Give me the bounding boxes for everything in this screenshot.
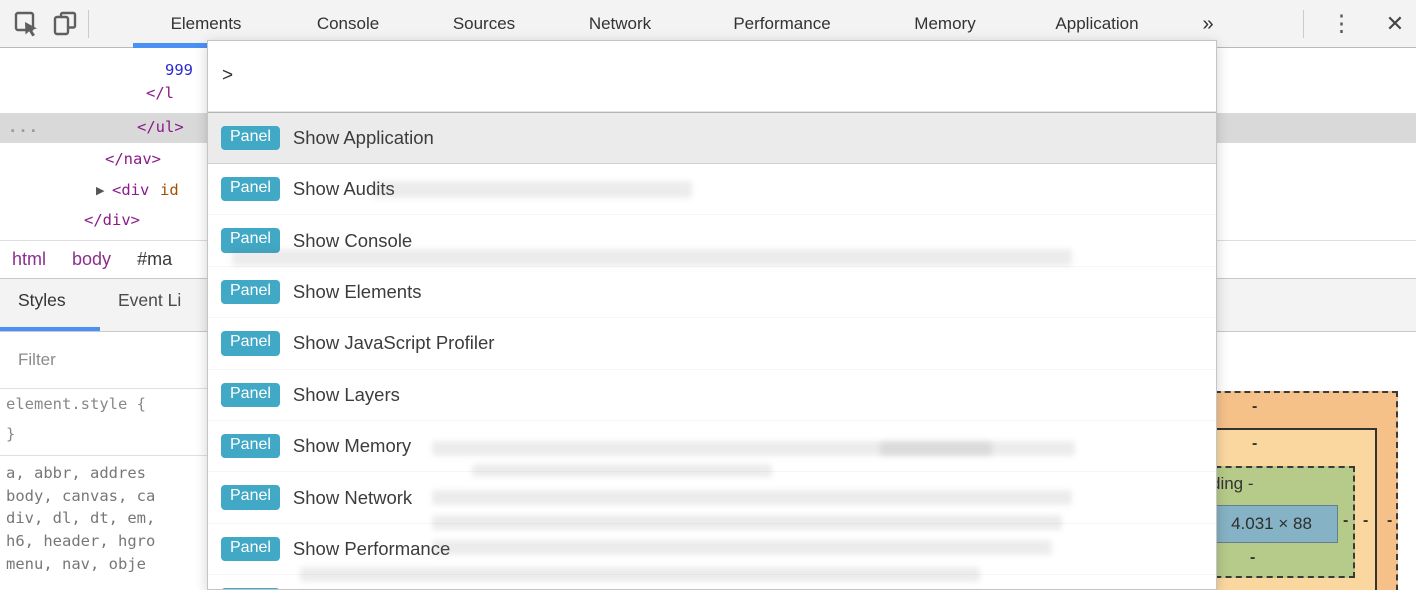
menu-item-label: Show Memory [292,435,412,457]
customize-devtools-menu-icon[interactable]: ⋮ [1330,10,1353,36]
css-selector-line[interactable]: a, abbr, addres [6,464,146,482]
toggle-device-toolbar-icon[interactable] [52,11,78,37]
box-model-padding-right-value[interactable]: - [1343,512,1349,529]
menu-item-label: Show Console [292,229,413,251]
styles-tab-underline [0,327,100,331]
breadcrumb-html[interactable]: html [12,249,47,269]
dom-tag-div-open[interactable]: <div [112,181,150,199]
panel-badge: Panel [221,228,280,253]
dom-ellipsis-marker[interactable]: ... [8,118,39,136]
breadcrumb-body[interactable]: body [72,249,112,269]
panel-badge: Panel [221,485,280,510]
filter-placeholder: Filter [18,350,56,369]
dom-attr-id[interactable]: id [160,181,179,199]
toolbar-divider [88,10,89,38]
command-menu-dialog: > Panel Show Application Panel Show Audi… [207,40,1217,590]
panel-badge: Panel [221,279,280,305]
panel-badge: Panel [221,177,280,202]
styles-filter-input[interactable]: Filter [0,332,207,389]
element-style-close: } [6,425,16,443]
menu-item-label: Show Audits [292,178,395,200]
command-menu-input[interactable]: > [208,41,1216,112]
dom-tag-l-close[interactable]: </l [146,84,174,102]
box-model-border-right-value[interactable]: - [1363,512,1369,529]
panel-badge: Panel [221,433,280,459]
menu-item-show-javascript-profiler[interactable]: Panel Show JavaScript Profiler [208,318,1216,369]
tab-network[interactable]: Network [588,14,652,33]
menu-item-label: Show Performance [292,537,451,559]
tab-elements[interactable]: Elements [170,14,242,33]
tab-application[interactable]: Application [1055,14,1139,33]
menu-item-label: Show Layers [292,383,400,405]
panel-badge: Panel [221,331,280,356]
menu-item-show-layers[interactable]: Panel Show Layers [208,370,1216,421]
toolbar-divider-right [1303,10,1304,38]
menu-item-show-memory[interactable]: Panel Show Memory [208,421,1216,472]
box-model-content[interactable]: 4.031 × 88 [1205,505,1338,543]
menu-item-show-network[interactable]: Panel Show Network [208,472,1216,523]
menu-item-show-performance[interactable]: Panel Show Performance [208,524,1216,575]
box-model-border-top-value[interactable]: - [1252,435,1258,452]
menu-item-show-audits[interactable]: Panel Show Audits [208,164,1216,215]
dom-tag-nav-close[interactable]: </nav> [105,150,161,168]
tab-styles[interactable]: Styles [18,290,66,310]
box-model-padding-label: ding - [1211,474,1254,493]
command-prompt: > [222,65,234,86]
close-devtools-icon[interactable]: ✕ [1385,11,1405,36]
element-style-rule[interactable]: element.style { } [0,389,207,456]
box-model-margin-top-value[interactable]: - [1252,398,1258,415]
menu-item-label: Show Application [292,127,434,148]
panel-badge: Panel [221,125,280,151]
element-style-open: element.style { [6,395,146,413]
box-model-padding-bottom-value[interactable]: - [1250,549,1256,566]
tab-console[interactable]: Console [316,14,380,33]
box-model-content-size: 4.031 × 88 [1231,514,1312,533]
menu-item-show-console[interactable]: Panel Show Console [208,215,1216,266]
dom-text-999[interactable]: 999 [165,61,193,79]
panel-badge: Panel [221,382,280,407]
menu-item-label: Show Elements [292,280,422,302]
menu-item-label: Show JavaScript Profiler [292,332,495,354]
panel-badge: Panel [221,536,280,562]
menu-item-show-elements[interactable]: Panel Show Elements [208,267,1216,318]
menu-item-show-application[interactable]: Panel Show Application [208,112,1216,164]
menu-item-label: Show Network [292,486,413,508]
box-model-margin-right-value[interactable]: - [1387,512,1393,529]
dom-expand-arrow-icon[interactable]: ▶ [96,185,105,197]
dom-tag-div-close[interactable]: </div> [84,211,140,229]
tab-performance[interactable]: Performance [733,14,831,33]
tab-memory[interactable]: Memory [914,14,976,33]
breadcrumb-main[interactable]: #ma [137,249,173,269]
inspect-element-icon[interactable] [14,11,40,37]
panel-badge: Panel [221,588,280,589]
active-tab-underline [133,43,207,48]
tab-event-listeners[interactable]: Event Li [118,290,182,310]
dom-tag-ul-close[interactable]: </ul> [137,118,184,136]
tab-sources[interactable]: Sources [452,14,516,33]
css-selector-line[interactable]: body, canvas, ca [6,487,156,505]
more-tabs-icon[interactable]: » [1202,13,1214,35]
command-menu-list: Panel Show Application Panel Show Audits… [208,112,1216,589]
menu-item-show-security-partial[interactable]: Panel Show Security [208,575,1216,589]
css-selector-line[interactable]: h6, header, hgro [6,532,156,550]
css-selector-line[interactable]: menu, nav, obje [6,555,146,573]
css-selector-line[interactable]: div, dl, dt, em, [6,509,156,527]
